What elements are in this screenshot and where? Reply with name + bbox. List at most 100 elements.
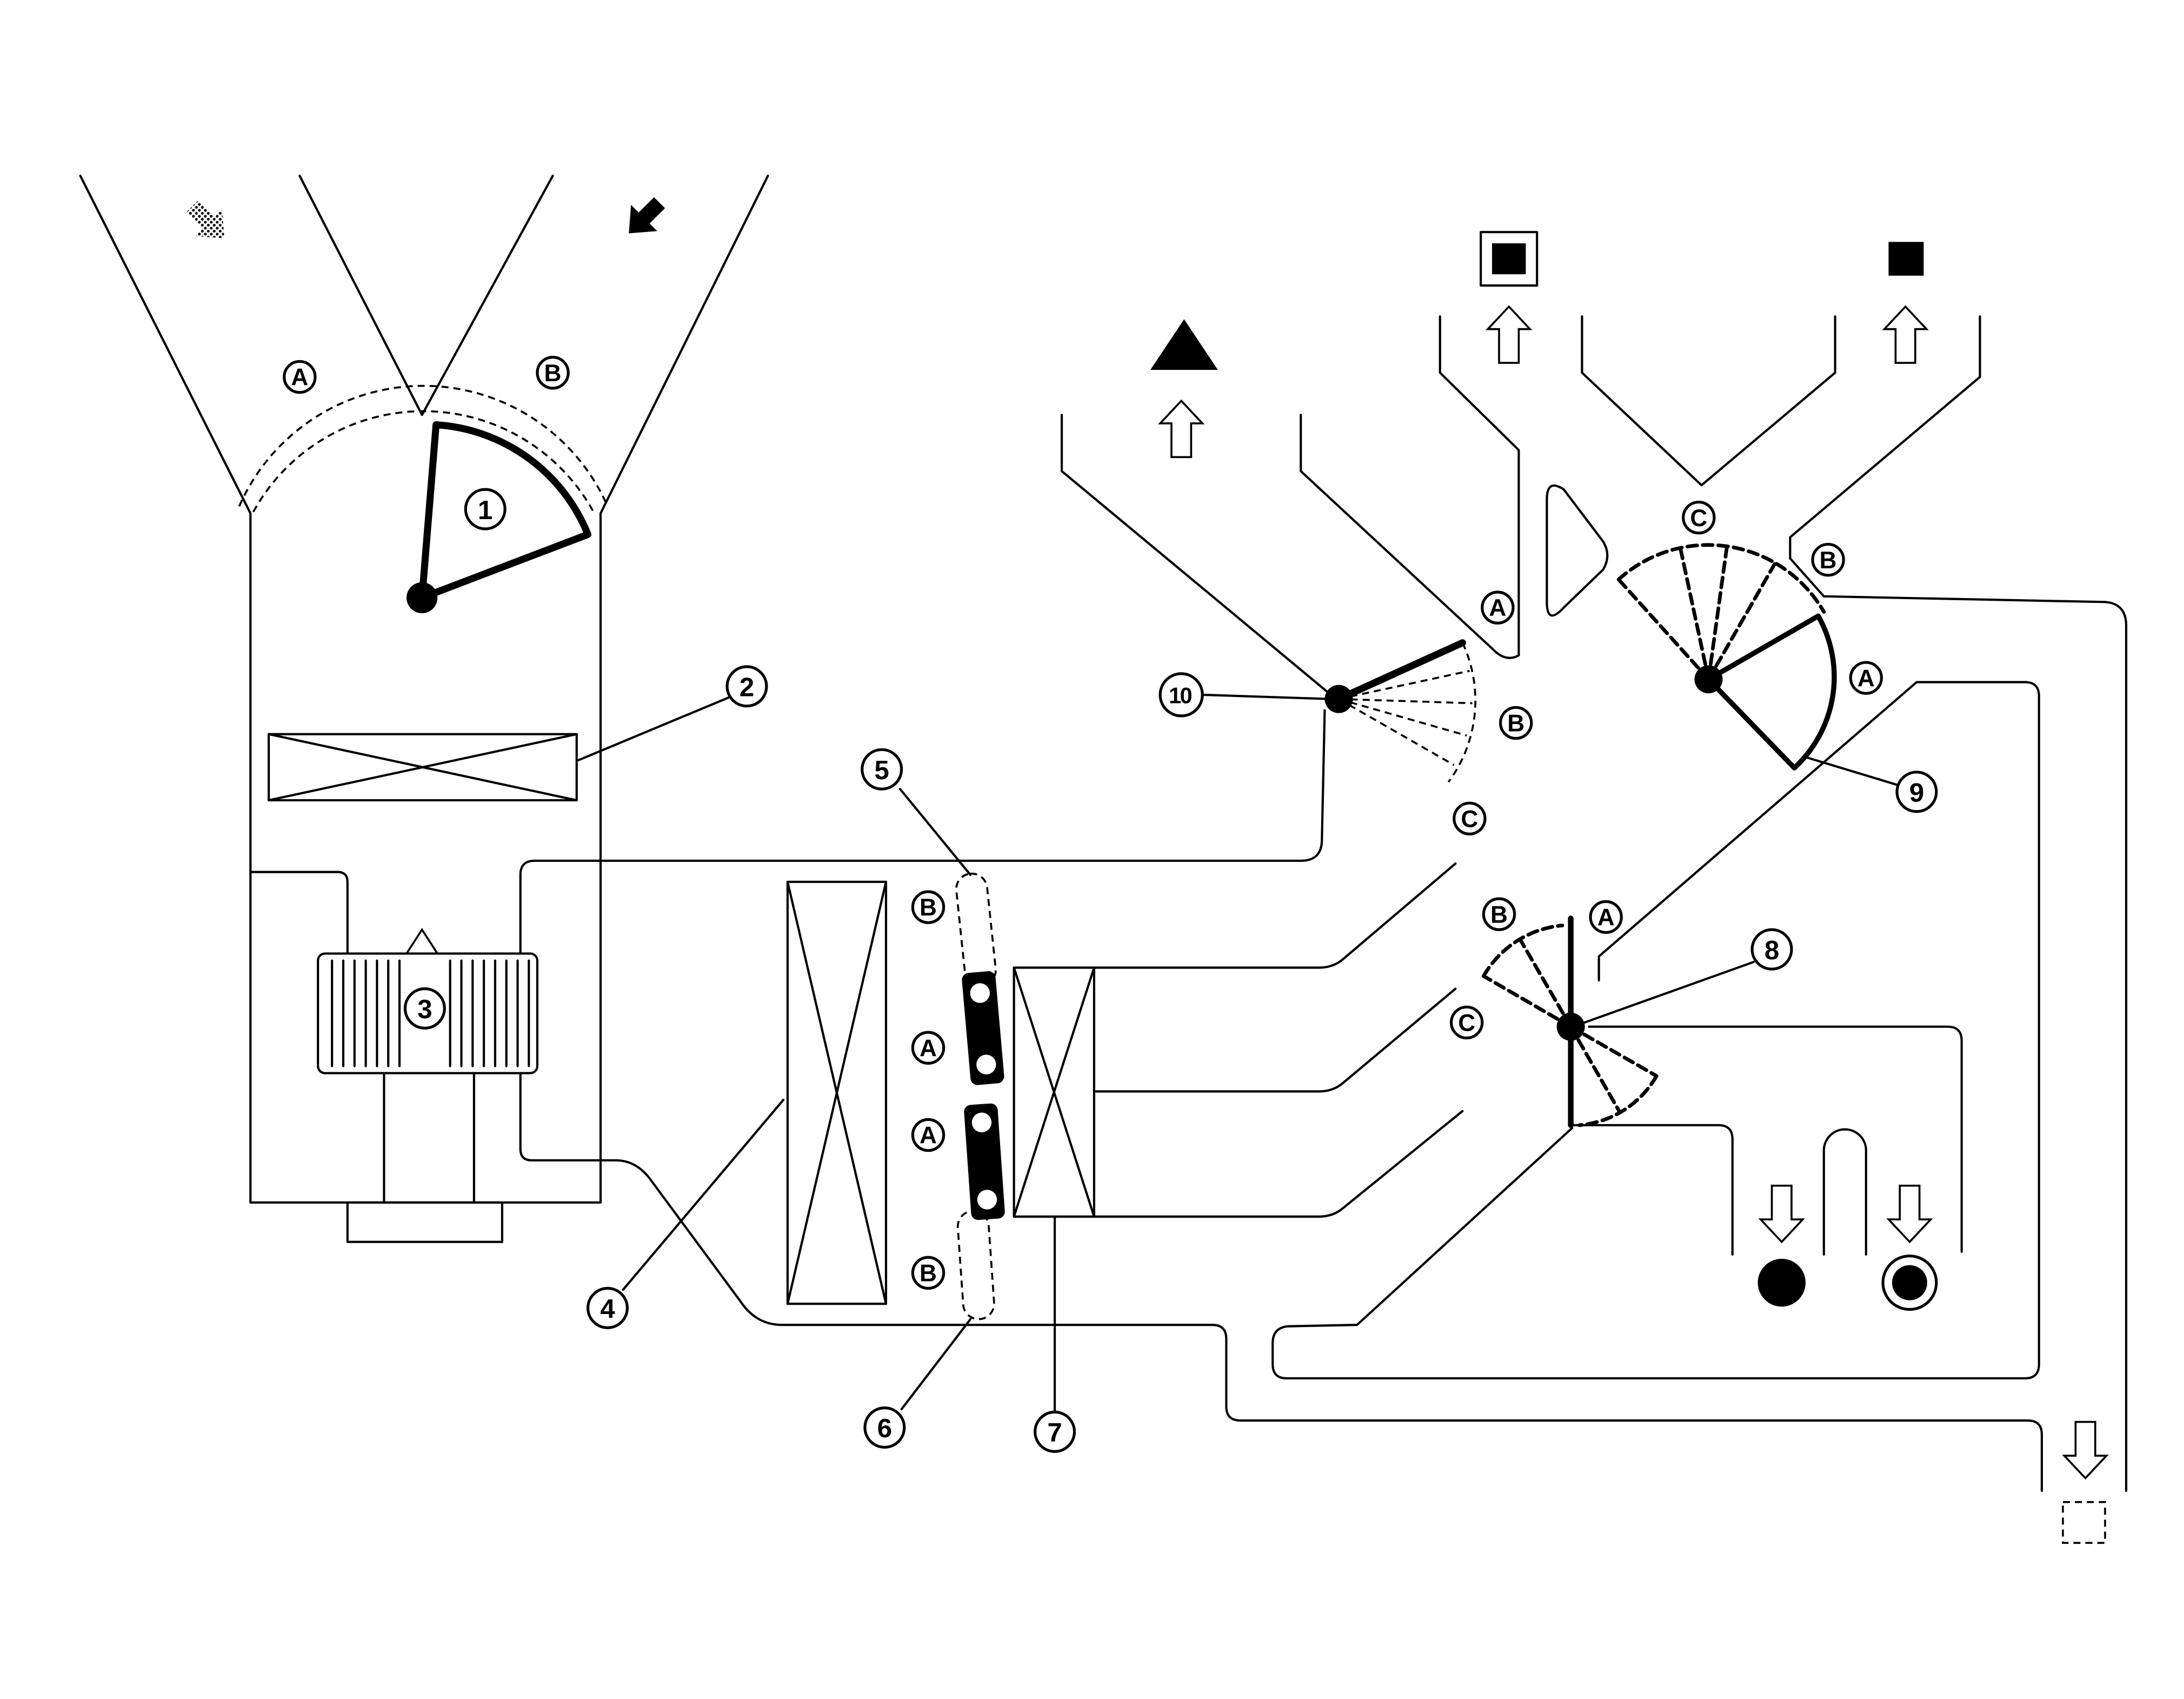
rear-foot-airflow-down-arrow-icon: [1886, 1184, 1933, 1244]
vent-duct-divider: [1581, 315, 1836, 487]
heater-core-cross: [1013, 966, 1095, 1218]
heater-outlet-duct-middle: [1093, 987, 1457, 1093]
center-vent-square-icon: [1888, 242, 1924, 276]
heater-core: [1013, 966, 1095, 1413]
rear-duct-loop: [1271, 681, 2040, 1380]
vent-door-position-a-label: A: [1857, 665, 1875, 692]
position-label: A: [1849, 661, 1883, 695]
air-mix-door-upper: [898, 788, 1004, 1085]
position-label: A: [283, 360, 317, 394]
heater-core-callout: 7: [1047, 1418, 1062, 1448]
blower-blade: [331, 959, 530, 1067]
callout: 7: [1034, 1410, 1076, 1453]
vent-door-callout: 9: [1909, 778, 1924, 808]
intake-door-pivot: [407, 582, 438, 614]
evaporator-callout: 4: [600, 1294, 615, 1324]
position-label: C: [1453, 801, 1487, 835]
defroster-door: [1201, 639, 1476, 783]
position-label: B: [536, 356, 570, 390]
foot-door-position-c-label: C: [1458, 1010, 1475, 1037]
callout: 1: [464, 488, 507, 530]
position-label: B: [1499, 706, 1533, 740]
position-label: A: [911, 1031, 945, 1065]
filter-callout: 2: [740, 672, 754, 702]
blower-motor-housing: [383, 1072, 475, 1204]
air-mix-door-upper-open-position: [955, 872, 997, 987]
foot-door-position-a-label: A: [1597, 904, 1615, 931]
defroster-door-pivot: [1324, 685, 1353, 713]
vent-door-position-b-label: B: [1820, 547, 1837, 574]
blower-callout: 3: [417, 994, 432, 1024]
recirculation-arrow-icon: [629, 197, 665, 234]
air-mix-door-lower-leader-line: [900, 1318, 972, 1411]
evaporator-core: [786, 880, 888, 1305]
foot-door-swing-lower: [1569, 1025, 1659, 1127]
position-label: B: [911, 890, 945, 924]
position-label: C: [1682, 500, 1716, 535]
blower-fan-blades: [331, 959, 530, 1067]
blower-motor: [346, 1201, 503, 1243]
vent-door-leader-line: [1803, 755, 1899, 786]
blower: [249, 871, 538, 1243]
air-mix-door-lower: [900, 1103, 1005, 1411]
position-label: B: [1811, 542, 1845, 577]
rear-outlet-dashed-square-icon: [2062, 1501, 2106, 1544]
defroster-door-swing: [1338, 642, 1476, 783]
filter-element: [268, 733, 578, 802]
center-vent-airflow-up-arrow-icon: [1882, 305, 1929, 364]
callout: 9: [1895, 771, 1938, 813]
vent-door-swing: [1616, 543, 1826, 681]
callout: 2: [725, 665, 768, 708]
air-mix-upper-position-a-label: A: [920, 1035, 937, 1061]
fresh-air-arrow-icon: [187, 200, 224, 238]
position-label: A: [911, 1118, 945, 1152]
foot-door: [1481, 915, 1755, 1128]
intake-door-swing-inner: [252, 410, 595, 513]
defroster-triangle-icon: [1150, 319, 1218, 370]
callout: 5: [861, 748, 903, 791]
side-vent-square-icon-frame: [1480, 231, 1539, 287]
vent-door-pivot: [1694, 665, 1723, 694]
position-label: A: [1589, 900, 1623, 934]
defroster-door-callout: 10: [1169, 682, 1192, 708]
blower-inlet-wall: [249, 871, 349, 955]
foot-door-leader-line: [1579, 960, 1755, 1025]
vent-door-blade: [1706, 613, 1837, 771]
duct-splitter: [1546, 484, 1609, 617]
air-mix-door-lower-callout: 6: [877, 1413, 892, 1443]
heater-outlet-duct-upper: [1093, 862, 1457, 969]
callout: 8: [1750, 928, 1793, 971]
rear-outlet-airflow-down-arrow-icon: [2062, 1421, 2109, 1480]
defroster-airflow-up-arrow-icon: [1157, 399, 1205, 459]
air-mix-door-upper-callout: 5: [874, 755, 889, 785]
position-label: A: [1481, 590, 1515, 625]
lower-duct-wall: [519, 1072, 2043, 1492]
intake-door-swing-outer: [238, 384, 609, 507]
callout: 10: [1158, 672, 1204, 718]
blower-marker-triangle: [404, 927, 440, 955]
front-foot-airflow-down-arrow-icon: [1758, 1184, 1806, 1244]
position-label: B: [1482, 897, 1516, 931]
air-mix-door-upper-blade: [962, 971, 1004, 1085]
callout: 6: [863, 1406, 906, 1449]
rear-foot-ring-icon-center: [1892, 1265, 1927, 1300]
defroster-door-position-a-label: A: [1489, 595, 1506, 621]
defroster-door-position-b-label: B: [1507, 711, 1524, 737]
filter-leader-line: [575, 696, 730, 762]
air-mix-lower-position-a-label: A: [920, 1123, 937, 1149]
foot-duct-divider: [1822, 1128, 1867, 1256]
front-foot-circle-icon: [1757, 1258, 1806, 1307]
foot-door-position-b-label: B: [1490, 901, 1508, 928]
air-mix-upper-position-b-label: B: [920, 894, 937, 921]
air-mix-door-upper-leader-line: [898, 788, 972, 876]
filter: [268, 696, 730, 802]
defroster-door-blade: [1335, 639, 1466, 703]
intake-divider: [298, 175, 554, 416]
foot-door-swing-upper: [1481, 924, 1573, 1029]
callout: 3: [403, 987, 446, 1030]
heater-outlet-duct-lower: [1093, 1110, 1464, 1218]
position-label: C: [1449, 1005, 1484, 1040]
air-mix-door-lower-blade: [964, 1103, 1005, 1220]
position-label: B: [911, 1256, 945, 1290]
